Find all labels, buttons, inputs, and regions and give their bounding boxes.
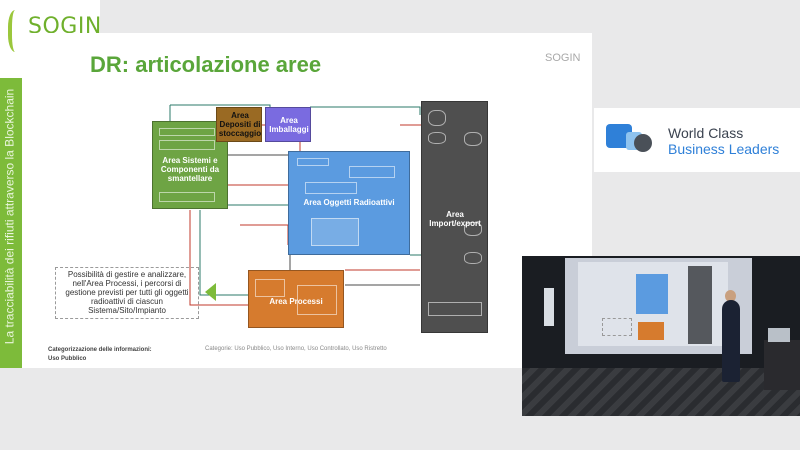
footer-categories: Categorie: Uso Pubblico, Uso Interno, Us… xyxy=(205,346,387,352)
carpet-floor xyxy=(522,368,800,416)
speaker-camera-feed xyxy=(522,256,800,416)
area-oggetti-label: Area Oggetti Radioattivi xyxy=(303,198,395,207)
area-processi-label: Area Processi xyxy=(269,297,323,306)
area-depositi-box: Area Depositi di stoccaggio xyxy=(216,107,262,142)
area-sistemi-label: Area Sistemi e Componenti da smantellare xyxy=(160,156,220,183)
slide-title: DR: articolazione aree xyxy=(90,52,322,77)
projected-slide xyxy=(578,262,728,346)
footer-categorization-value: Uso Pubblico xyxy=(48,356,87,362)
callout-note: Possibilità di gestire e analizzare, nel… xyxy=(55,267,199,319)
speaker-head xyxy=(725,290,736,302)
area-imballaggi-box: Area Imballaggi xyxy=(265,107,311,142)
area-imballaggi-label: Area Imballaggi xyxy=(269,116,309,134)
footer-categorization: Categorizzazione delle informazioni: Uso… xyxy=(48,346,152,364)
speaker xyxy=(722,300,740,382)
callout-arrow-icon xyxy=(205,283,216,301)
side-band xyxy=(0,78,22,368)
brand-subtitle: Business Leaders xyxy=(668,141,780,157)
podium xyxy=(764,340,800,390)
sogin-leaf-icon xyxy=(8,10,26,52)
speech-bubble-icon-dark xyxy=(634,134,652,152)
area-depositi-label: Area Depositi di stoccaggio xyxy=(218,111,262,138)
brand-title: World Class xyxy=(668,125,744,141)
exit-sign xyxy=(544,288,554,326)
area-import-box: Area Import/export xyxy=(421,101,488,333)
laptop-icon xyxy=(768,328,790,342)
slide-logo: SOGIN xyxy=(545,52,581,64)
area-processi-box: Area Processi xyxy=(248,270,344,328)
side-vertical-title: La tracciabilità dei rifiuti attraverso … xyxy=(2,88,17,345)
area-sistemi-box: Area Sistemi e Componenti da smantellare xyxy=(152,121,228,209)
area-import-label: Area Import/export xyxy=(429,210,481,228)
area-oggetti-box: Area Oggetti Radioattivi xyxy=(288,151,410,255)
footer-categorization-label: Categorizzazione delle informazioni: xyxy=(48,347,152,353)
